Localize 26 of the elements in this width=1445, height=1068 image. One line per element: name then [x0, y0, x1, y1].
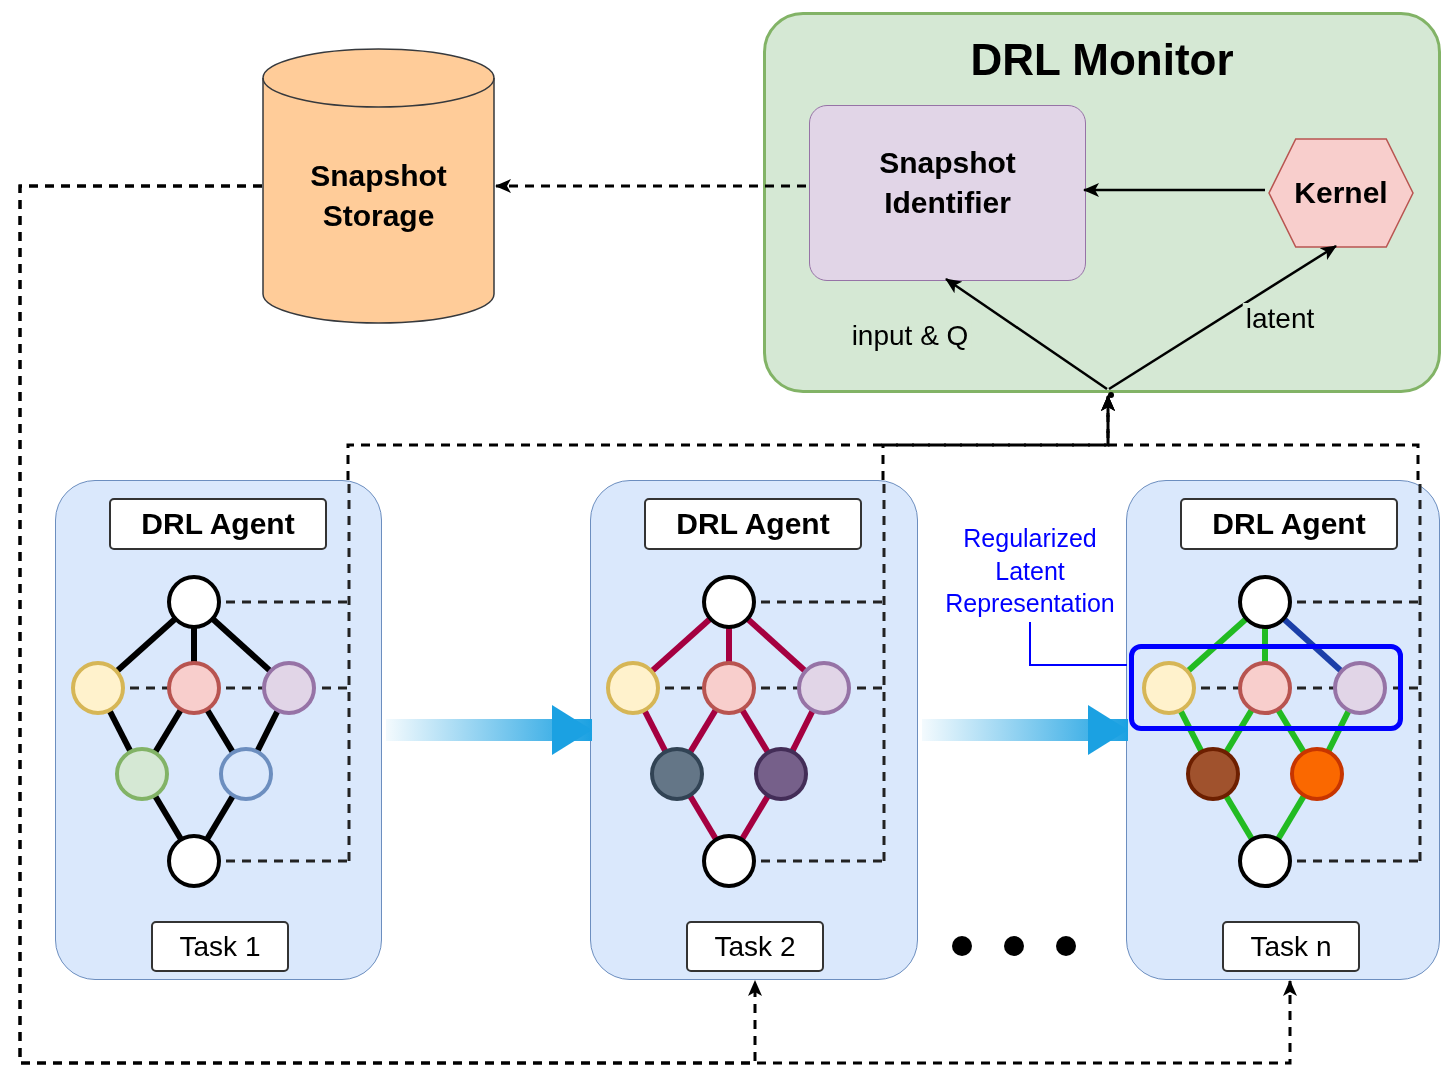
- task-tag: Task 2: [686, 921, 824, 972]
- arrow: [1101, 395, 1420, 480]
- arrow: [18, 184, 1297, 1065]
- agent-panel: [1126, 480, 1440, 980]
- leader-line: [1029, 621, 1128, 666]
- agent-title: DRL Agent: [644, 498, 862, 550]
- highlight-frame: [1129, 644, 1403, 731]
- junction-dot: [1108, 392, 1114, 398]
- node-label: Kernel: [1294, 174, 1388, 211]
- arrow: [945, 277, 1108, 391]
- agent-panel: [55, 480, 382, 980]
- arrow: [495, 179, 806, 193]
- agent-panel: [590, 480, 918, 980]
- agent-title: DRL Agent: [1180, 498, 1398, 550]
- flow-arrow: [922, 705, 1128, 755]
- annotation-text: Regularized Latent Representation: [928, 522, 1132, 622]
- agent-title: DRL Agent: [109, 498, 327, 550]
- process-box: [809, 105, 1086, 281]
- arrow: [1083, 183, 1265, 197]
- flow-arrow: [386, 705, 592, 755]
- node-label: Snapshot Identifier: [878, 144, 1017, 221]
- panel-title: DRL Monitor: [969, 35, 1235, 85]
- arrow: [1108, 244, 1337, 391]
- node-label: Snapshot Storage: [309, 157, 448, 234]
- task-tag: Task n: [1222, 921, 1360, 972]
- task-tag: Task 1: [151, 921, 289, 972]
